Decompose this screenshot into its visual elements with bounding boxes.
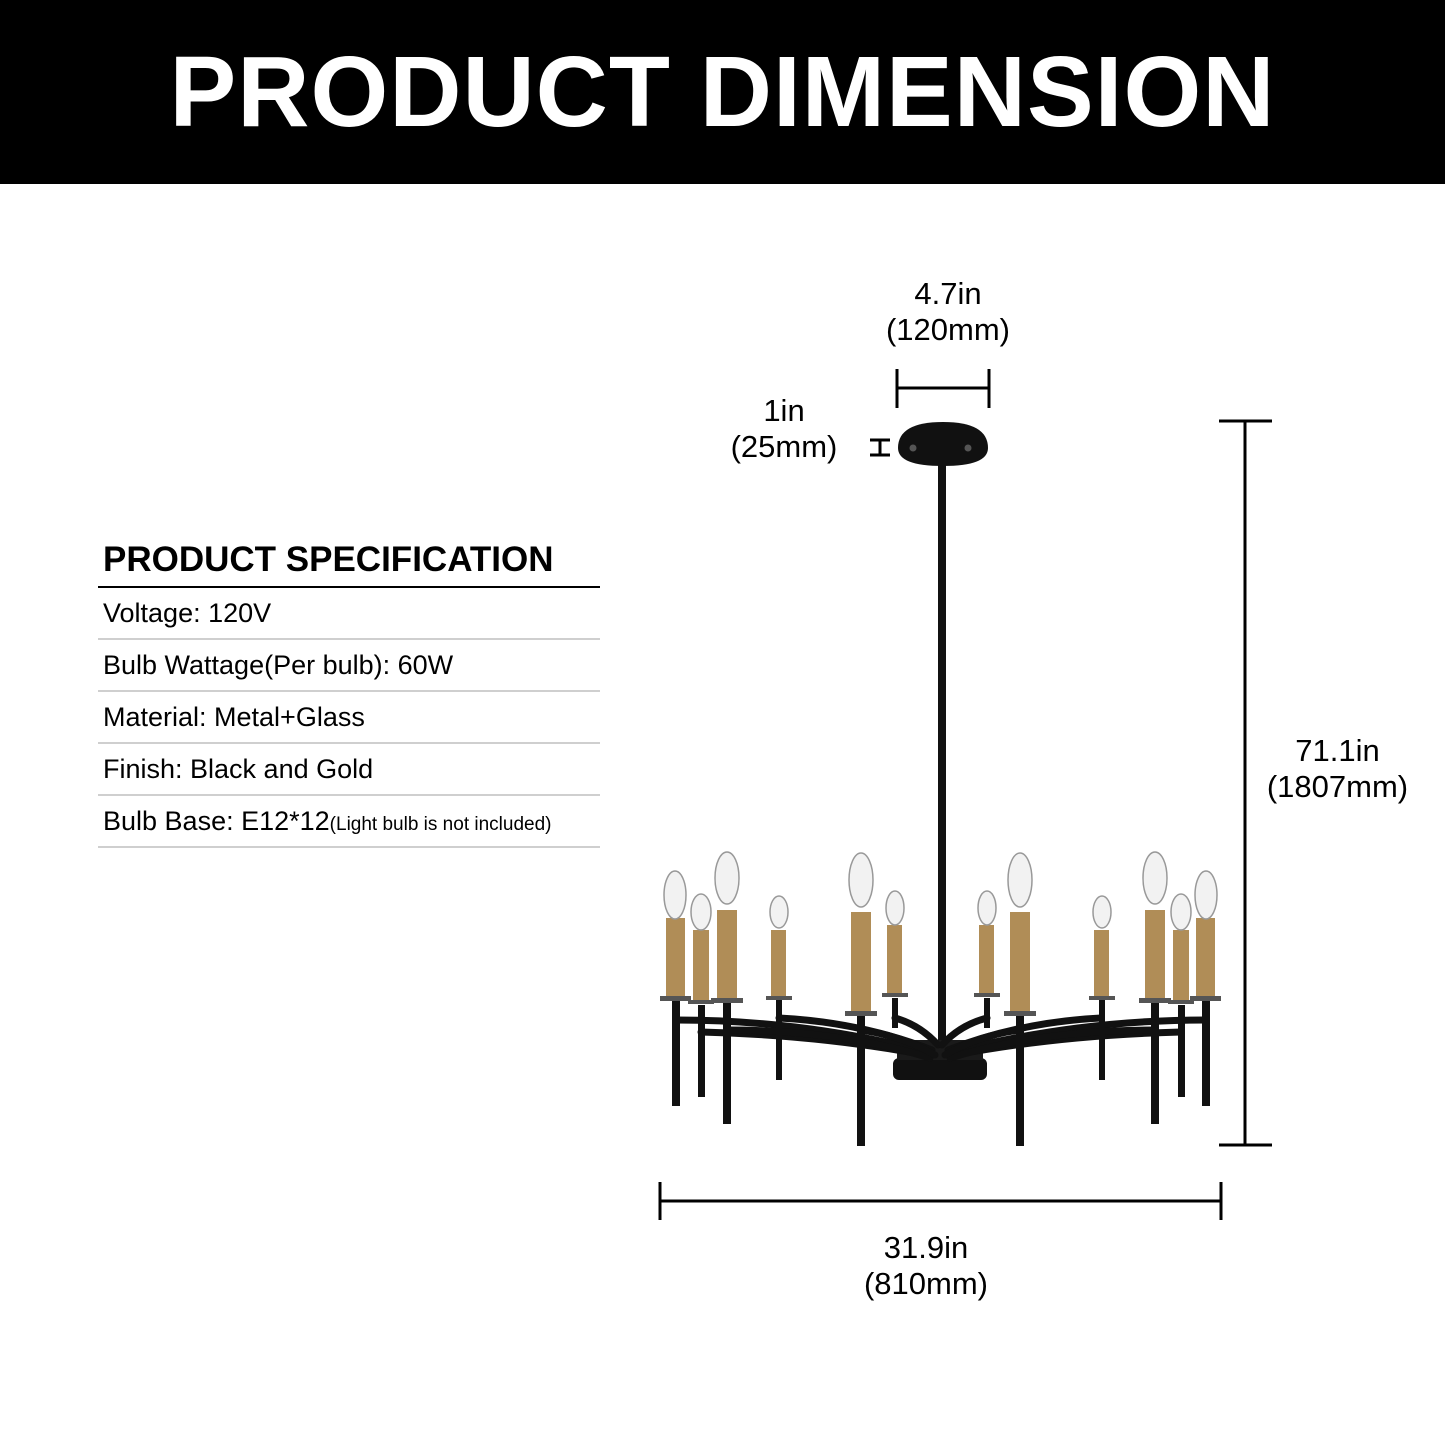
- page-title: PRODUCT DIMENSION: [169, 36, 1276, 148]
- candle: [711, 851, 743, 1124]
- candle: [688, 893, 714, 1097]
- spec-title: PRODUCT SPECIFICATION: [98, 540, 600, 588]
- candle: [1089, 895, 1115, 1080]
- candle: [1004, 852, 1036, 1146]
- spec-table: PRODUCT SPECIFICATION Voltage: 120V Bulb…: [98, 540, 600, 848]
- spec-row-wattage: Bulb Wattage(Per bulb): 60W: [98, 640, 600, 692]
- spec-row-material: Material: Metal+Glass: [98, 692, 600, 744]
- title-banner: PRODUCT DIMENSION: [0, 0, 1445, 184]
- total-width-dimension: [658, 1182, 1223, 1220]
- candle: [1168, 893, 1194, 1097]
- candle: [1190, 870, 1221, 1106]
- total-height-dimension: [1219, 419, 1272, 1147]
- bulb-note: (Light bulb is not included): [329, 814, 552, 835]
- candle: [882, 890, 908, 1028]
- spec-row-bulb-base: Bulb Base: E12*12(Light bulb is not incl…: [98, 796, 600, 848]
- total-height-label: 71.1in (1807mm): [1266, 733, 1409, 804]
- spec-row-voltage: Voltage: 120V: [98, 588, 600, 640]
- canopy-height-label: 1in (25mm): [730, 393, 838, 464]
- dimension-lines: [658, 369, 1272, 1220]
- down-rod: [938, 465, 946, 1055]
- canopy-height-dimension: [870, 438, 890, 457]
- candle: [1139, 851, 1171, 1124]
- spec-row-finish: Finish: Black and Gold: [98, 744, 600, 796]
- canopy: [898, 422, 988, 466]
- total-width-label: 31.9in (810mm): [863, 1230, 988, 1301]
- candle: [845, 852, 877, 1146]
- candle: [660, 870, 691, 1106]
- candles: [660, 851, 1221, 1146]
- candle: [974, 890, 1000, 1028]
- candle: [766, 895, 792, 1080]
- canopy-width-label: 4.7in (120mm): [885, 276, 1010, 347]
- canopy-width-dimension: [895, 369, 991, 408]
